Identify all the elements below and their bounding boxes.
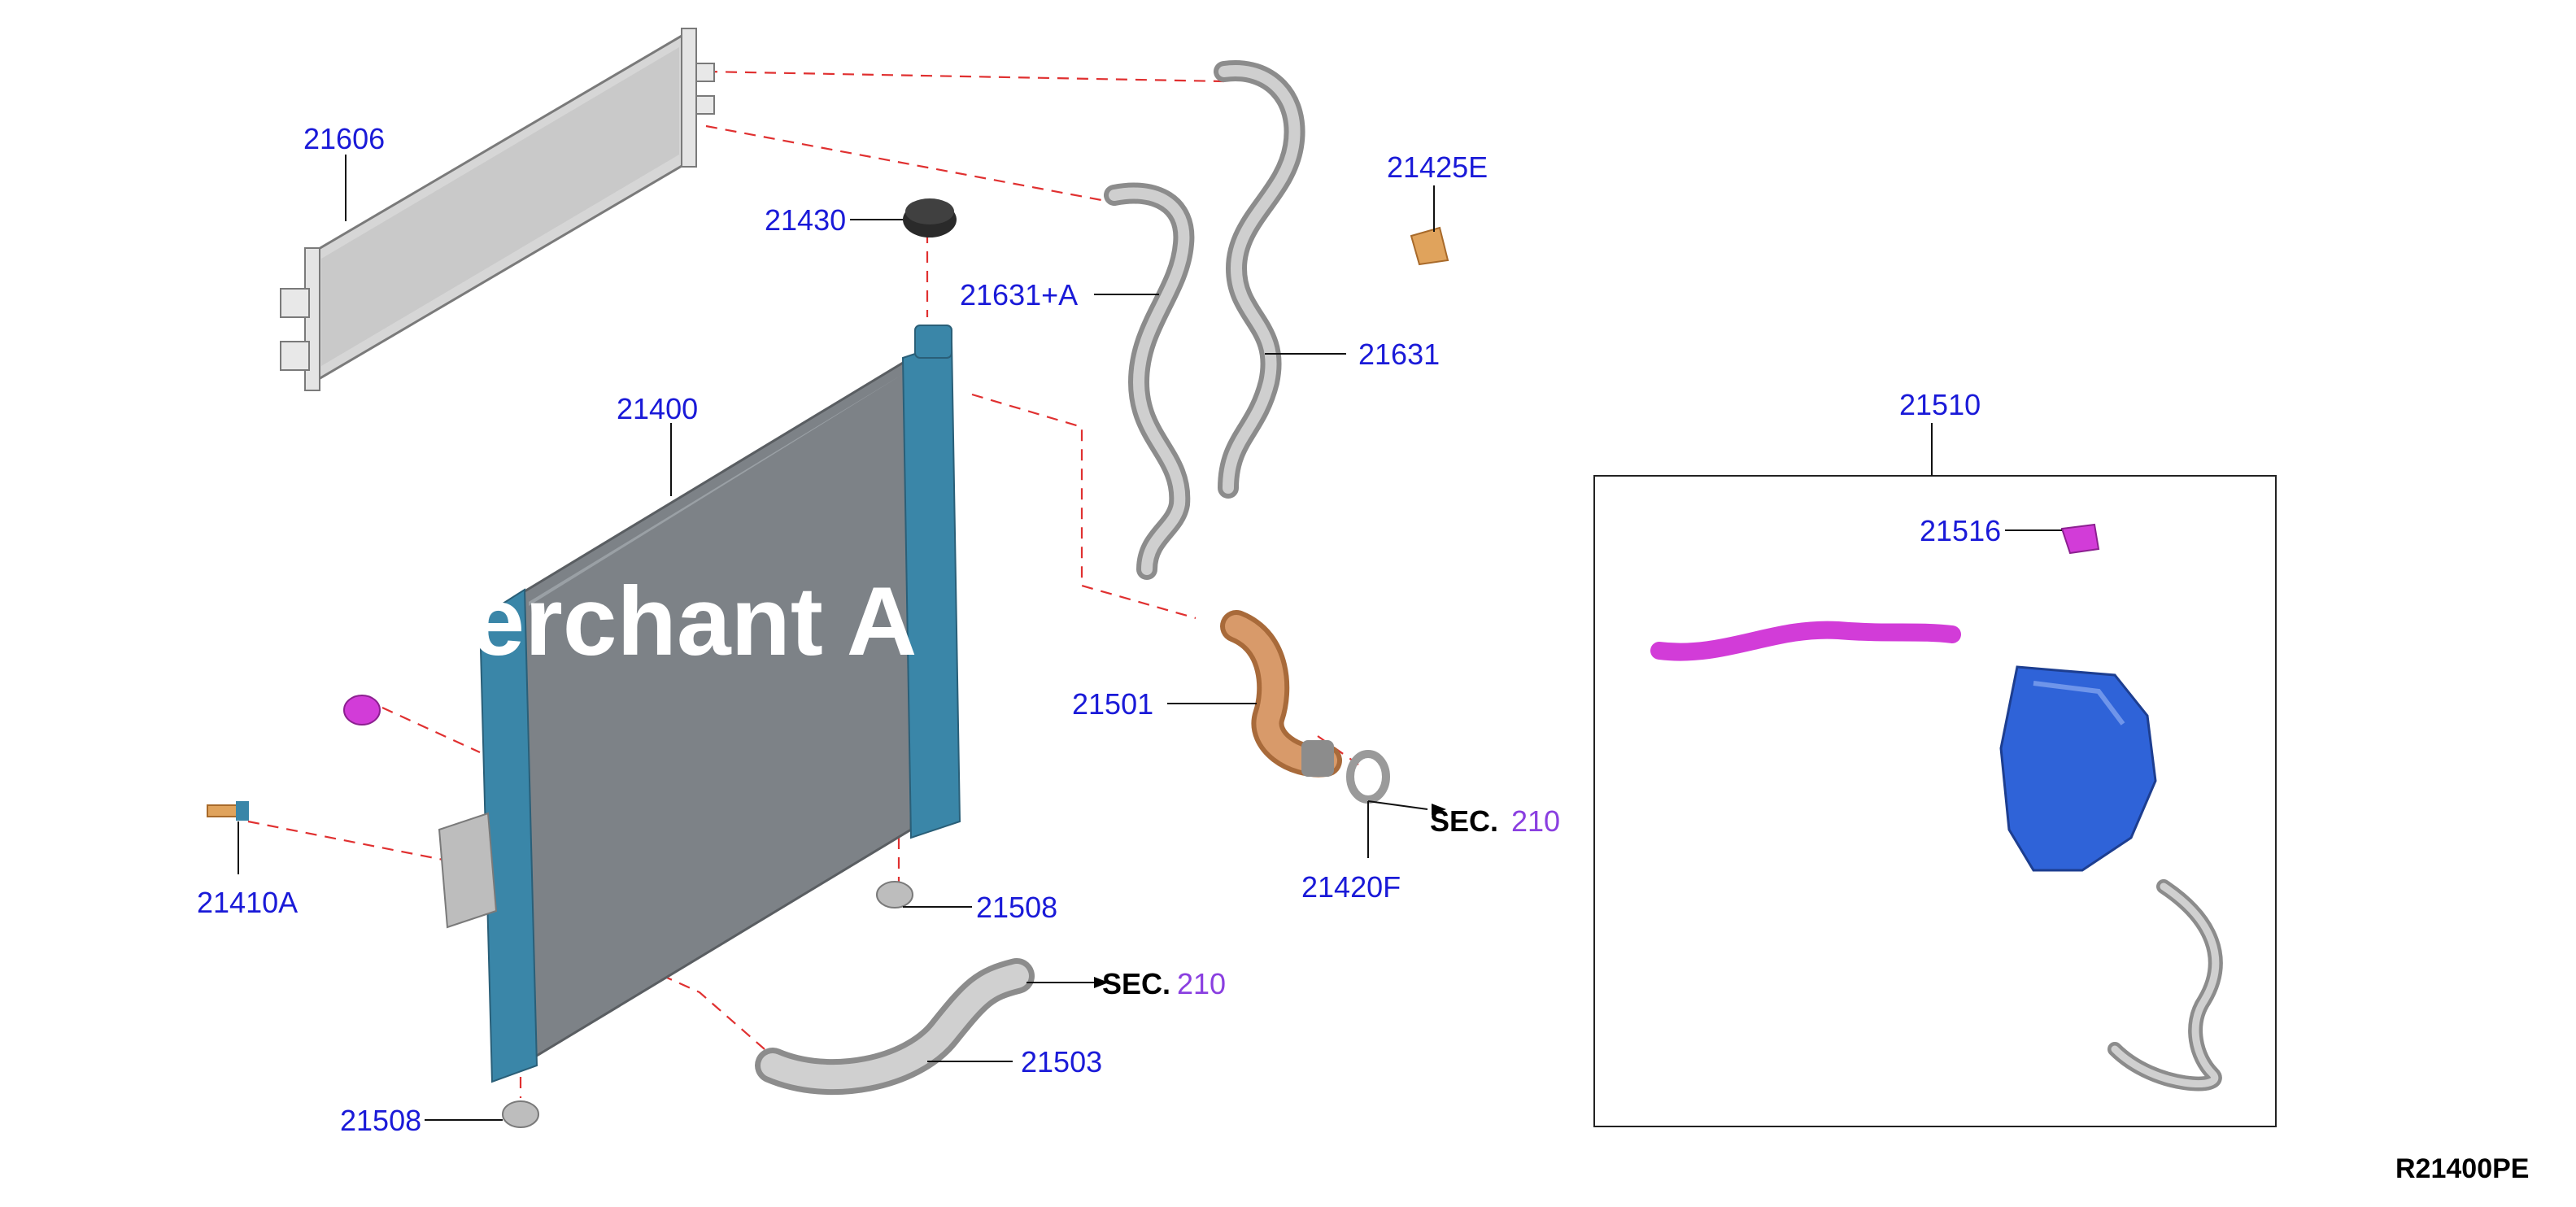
svg-text:SEC.: SEC. [1102, 967, 1170, 1000]
part-21420F-clamp[interactable] [1346, 750, 1390, 804]
svg-text:lerchant A: lerchant A [443, 567, 917, 676]
label-21425E[interactable]: 21425E [1387, 150, 1488, 184]
part-21631-hose[interactable] [1214, 60, 1305, 499]
part-21503-hose[interactable] [755, 958, 1035, 1096]
label-21631[interactable]: 21631 [1358, 338, 1440, 371]
part-21400-radiator[interactable] [438, 325, 961, 1083]
part-labels: 21606 21430 21631+A 21425E 21631 21400 2… [197, 122, 2001, 1137]
part-21631A-hose[interactable] [1104, 182, 1195, 580]
label-21430[interactable]: 21430 [765, 203, 846, 237]
part-21425E-clip[interactable] [1410, 226, 1449, 266]
section-arrows [1094, 804, 1446, 988]
svg-text:210: 210 [1177, 967, 1226, 1000]
part-21516-reservoir-cap[interactable] [2060, 523, 2100, 555]
label-21631A[interactable]: 21631+A [960, 278, 1078, 312]
label-21501[interactable]: 21501 [1072, 687, 1153, 721]
diagram-code: R21400PE [2395, 1153, 2529, 1184]
svg-text:210: 210 [1511, 804, 1560, 838]
part-21501-hose[interactable] [1220, 610, 1342, 778]
watermark: lerchant A [443, 567, 917, 676]
reservoir-kit-frame [1593, 475, 2277, 1127]
reservoir-return-hose[interactable] [2107, 879, 2223, 1092]
label-21503[interactable]: 21503 [1021, 1045, 1102, 1078]
part-21606-condenser[interactable] [280, 28, 715, 391]
section-ref-lower[interactable]: SEC. 210 [1102, 967, 1226, 1000]
label-21510[interactable]: 21510 [1899, 388, 1981, 421]
label-21516[interactable]: 21516 [1920, 514, 2001, 547]
reservoir-tank[interactable] [1999, 665, 2157, 872]
section-ref-upper[interactable]: SEC. 210 [1430, 804, 1560, 838]
label-21508-lower[interactable]: 21508 [340, 1104, 421, 1137]
part-21508-mount-upper[interactable] [876, 881, 913, 909]
part-21430-radiator-cap[interactable] [903, 198, 957, 237]
label-21420F[interactable]: 21420F [1301, 870, 1401, 904]
label-21400[interactable]: 21400 [617, 392, 698, 425]
magenta-grommet[interactable] [343, 695, 381, 726]
svg-text:SEC.: SEC. [1430, 804, 1498, 838]
part-21410A-bolt[interactable] [207, 801, 249, 821]
label-21606[interactable]: 21606 [303, 122, 385, 155]
part-21508-mount-lower[interactable] [502, 1100, 539, 1128]
label-21508-upper[interactable]: 21508 [976, 891, 1057, 924]
label-21410A[interactable]: 21410A [197, 886, 298, 919]
leader-lines [238, 155, 2062, 1121]
reservoir-hose-magenta[interactable] [1650, 621, 1961, 661]
